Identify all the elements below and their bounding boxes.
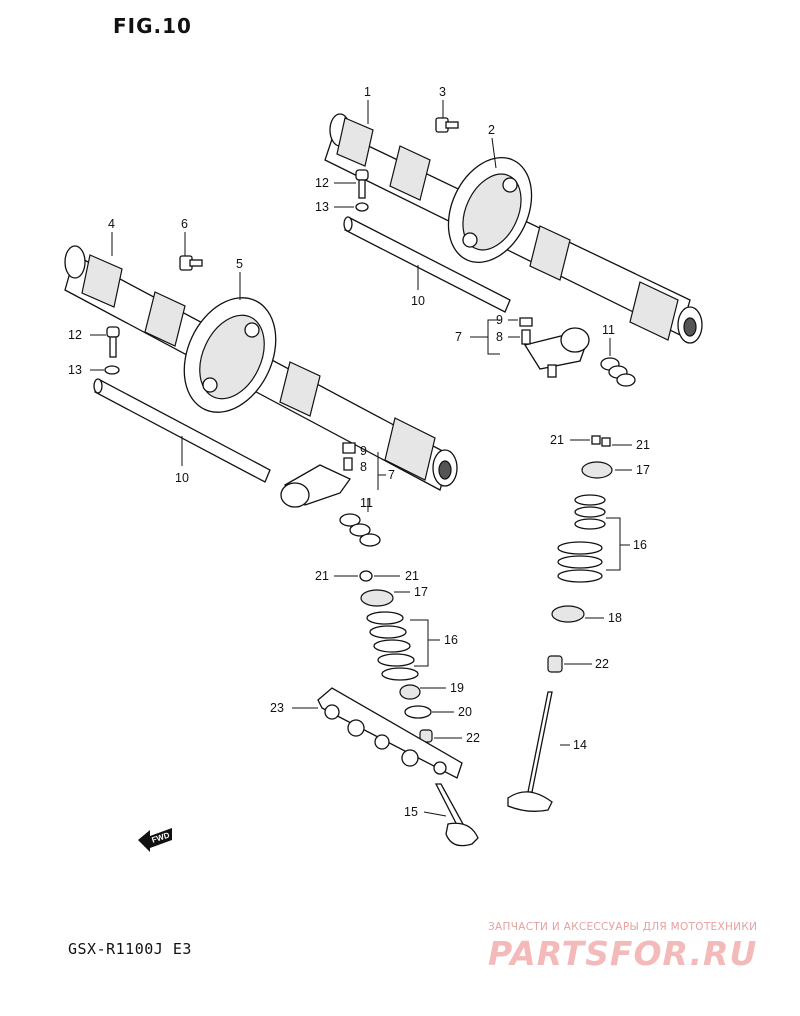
gasket-23[interactable] [317, 687, 463, 779]
callout-5: 5 [236, 257, 243, 271]
spring-11-upper[interactable] [600, 357, 636, 387]
bolt-12-upper[interactable] [355, 169, 369, 199]
leader-lines [90, 100, 632, 817]
callout-17-left: 17 [414, 585, 428, 599]
callout-23: 23 [270, 701, 284, 715]
callout-7-upper: 7 [455, 330, 462, 344]
seat-18-right[interactable] [551, 605, 585, 623]
callout-20: 20 [458, 705, 472, 719]
callout-13-upper: 13 [315, 200, 329, 214]
fwd-arrow-icon: FWD [138, 828, 172, 852]
nut-9-upper[interactable] [519, 317, 533, 327]
callout-1: 1 [364, 85, 371, 99]
seal-22-right[interactable] [547, 655, 563, 673]
callout-9-lower: 9 [360, 444, 367, 458]
washer-13-upper[interactable] [355, 202, 369, 212]
callout-10-lower: 10 [175, 471, 189, 485]
callout-21-left-b: 21 [405, 569, 419, 583]
callout-21-right-a: 21 [550, 433, 564, 447]
retainer-17-left[interactable] [360, 589, 394, 607]
callout-3: 3 [439, 85, 446, 99]
callout-16-left: 16 [444, 633, 458, 647]
cotter-21-right[interactable] [591, 435, 611, 447]
seat-19[interactable] [399, 684, 421, 700]
callout-10-upper: 10 [411, 294, 425, 308]
callout-13-lower: 13 [68, 363, 82, 377]
callout-6: 6 [181, 217, 188, 231]
figure-title: FIG.10 [113, 14, 192, 38]
callout-21-left-a: 21 [315, 569, 329, 583]
callout-18: 18 [608, 611, 622, 625]
spring-16-right[interactable] [557, 494, 606, 583]
nut-9-lower[interactable] [342, 442, 356, 454]
washer-13-lower[interactable] [104, 365, 120, 375]
valve-15[interactable] [434, 783, 479, 847]
rocker-shaft-lower[interactable] [93, 378, 271, 483]
spring-11-lower[interactable] [339, 513, 381, 547]
callout-11-lower: 11 [360, 496, 373, 510]
callout-8-lower: 8 [360, 460, 367, 474]
callout-16-right: 16 [633, 538, 647, 552]
adjuster-8-lower[interactable] [343, 457, 353, 471]
model-label: GSX-R1100J E3 [68, 940, 192, 958]
bolt-upper[interactable] [435, 117, 459, 133]
bolt-12-lower[interactable] [106, 326, 120, 358]
watermark-logo: PARTSFOR.RU [488, 934, 758, 973]
callout-15: 15 [404, 805, 418, 819]
sprocket-upper[interactable] [432, 144, 547, 276]
callout-2: 2 [488, 123, 495, 137]
sprocket-lower[interactable] [167, 283, 294, 427]
spring-16-left[interactable] [366, 611, 419, 681]
bolt-lower[interactable] [179, 255, 203, 271]
washer-20[interactable] [404, 705, 432, 719]
callouts: 1 3 2 12 13 4 6 5 10 12 13 9 8 7 11 9 8 … [68, 85, 650, 819]
callout-8-upper: 8 [496, 330, 503, 344]
callout-19: 19 [450, 681, 464, 695]
cotter-21-left[interactable] [359, 570, 373, 582]
callout-21-right-b: 21 [636, 438, 650, 452]
watermark-tagline: ЗАПЧАСТИ И АКСЕССУАРЫ ДЛЯ МОТОТЕХНИКИ [488, 921, 758, 933]
callout-22-left: 22 [466, 731, 480, 745]
rocker-arm-upper[interactable] [523, 327, 590, 378]
callout-12-upper: 12 [315, 176, 329, 190]
retainer-17-right[interactable] [581, 461, 613, 479]
callout-14: 14 [573, 738, 587, 752]
callout-22-right: 22 [595, 657, 609, 671]
callout-9-upper: 9 [496, 313, 503, 327]
valve-14[interactable] [507, 691, 553, 812]
callout-7-lower: 7 [388, 468, 395, 482]
callout-17-right: 17 [636, 463, 650, 477]
callout-12-lower: 12 [68, 328, 82, 342]
callout-4: 4 [108, 217, 115, 231]
rocker-shaft-upper[interactable] [343, 216, 511, 313]
callout-11-upper: 11 [602, 323, 615, 337]
adjuster-8-upper[interactable] [521, 329, 531, 345]
rocker-arm-lower[interactable] [280, 464, 351, 508]
